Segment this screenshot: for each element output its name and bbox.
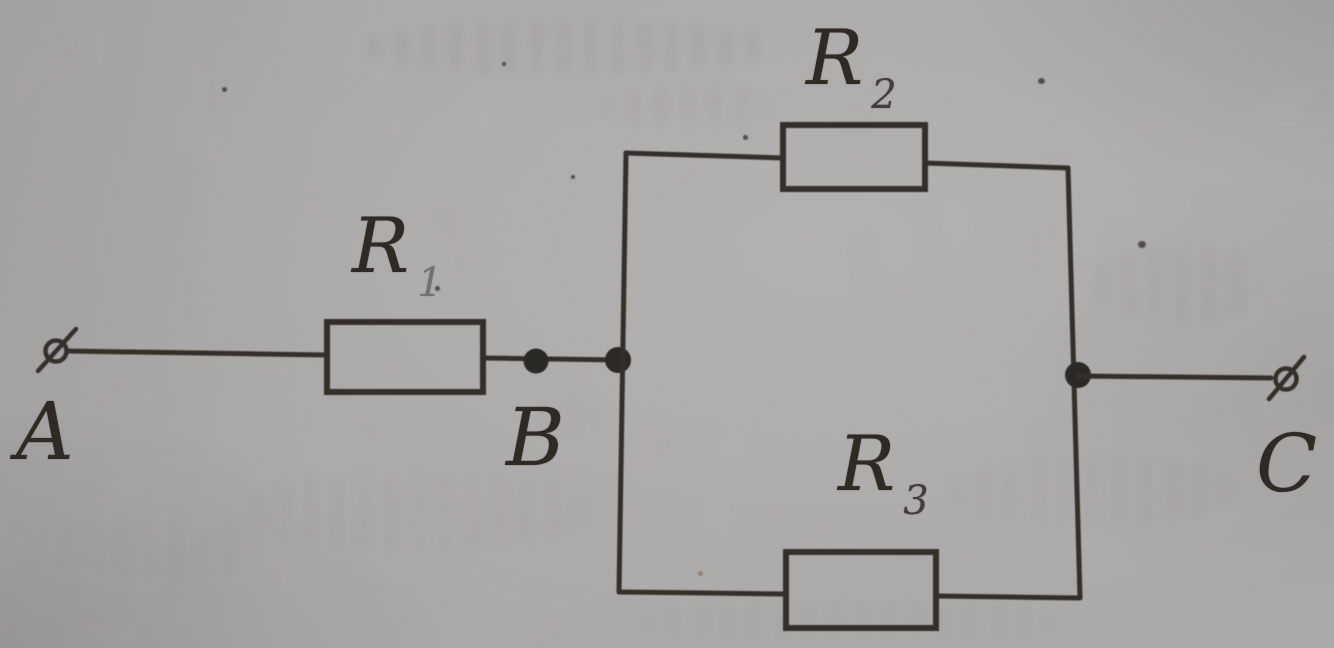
wire-r2-to-right — [922, 160, 1071, 171]
resistor-r3-body — [783, 549, 939, 631]
wire-r3-to-right — [933, 593, 1083, 601]
node-b-label: B — [506, 391, 565, 484]
left-junction-dot — [605, 347, 631, 373]
resistor-r2-label-base: R — [806, 13, 864, 102]
terminal-c-icon — [1266, 354, 1307, 402]
resistor-r3-label-subscript: 3 — [903, 478, 929, 524]
resistor-r2-label-subscript: 2 — [871, 72, 897, 118]
wire-to-r3 — [616, 589, 789, 597]
resistor-r1-label-subscript: 1 — [417, 260, 443, 306]
wire-to-r2 — [623, 150, 786, 161]
resistor-r1-label-base: R — [352, 201, 410, 290]
terminal-c-label: C — [1256, 417, 1318, 510]
resistor-r2-body — [780, 122, 928, 192]
wire-junction-to-c — [1075, 373, 1274, 381]
node-b-dot — [523, 348, 549, 374]
wire-left-branch-vertical — [616, 150, 629, 595]
terminal-a-label: A — [16, 385, 74, 478]
resistor-r3-label-base: R — [838, 419, 896, 508]
wire-a-to-r1 — [64, 348, 330, 358]
wire-r1-to-junction — [480, 355, 623, 363]
